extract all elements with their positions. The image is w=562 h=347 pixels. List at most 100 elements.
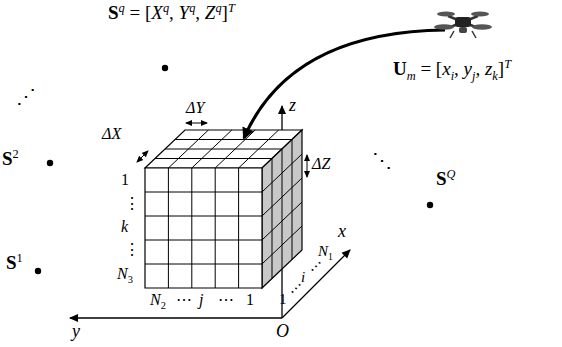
symbol-text: N <box>150 291 161 308</box>
superscript: q <box>189 1 195 15</box>
grid-lines <box>145 130 302 288</box>
symbol-text: Y <box>179 2 190 23</box>
grid-line <box>168 168 169 288</box>
symbol-text: = [ <box>125 2 152 23</box>
subscript: j <box>472 69 475 83</box>
symbol-text: z <box>485 58 492 79</box>
math-label: S1 <box>6 252 23 272</box>
symbol-text: S <box>436 168 447 189</box>
superscript: Q <box>447 167 456 181</box>
symbol-text: ΔZ <box>312 155 330 172</box>
delta-z-arrow <box>307 155 308 177</box>
grid-line <box>145 264 262 265</box>
math-label: ⋱ <box>372 150 392 170</box>
math-label: y <box>72 322 80 340</box>
math-label: z <box>289 96 296 114</box>
math-label: N2 <box>150 292 166 312</box>
math-label: Sq = [Xq, Yq, Zq]T <box>108 2 235 22</box>
symbol-text: ΔY <box>186 99 204 116</box>
subscript: k <box>492 69 497 83</box>
grid-line <box>155 158 272 159</box>
cube-front-face <box>145 168 262 288</box>
symbol-text: ⋰ <box>16 85 36 107</box>
symbol-text: ⋱ <box>372 149 392 171</box>
symbol-text: x <box>338 221 346 241</box>
x-axis <box>282 250 350 318</box>
grid-line <box>145 192 262 193</box>
symbol-text: y <box>72 321 80 341</box>
grid-line <box>191 168 192 288</box>
math-label: 1 <box>279 292 287 307</box>
point <box>35 268 41 274</box>
grid-line <box>145 216 262 217</box>
symbol-text: i <box>301 269 305 285</box>
symbol-text: ⋮ <box>124 241 140 258</box>
math-label: x <box>338 222 346 240</box>
superscript: q <box>215 1 221 15</box>
grid-line <box>272 159 273 279</box>
symbol-text: O <box>276 321 289 341</box>
symbol-text: ΔX <box>102 125 121 142</box>
symbol-text: k <box>121 218 128 235</box>
symbol-text: , <box>454 58 464 79</box>
superscript: q <box>119 1 125 15</box>
math-label: N1 <box>318 244 333 262</box>
symbol-text: X <box>151 2 163 23</box>
symbol-text: 1 <box>279 291 287 307</box>
superscript: 2 <box>13 147 19 161</box>
grid-line <box>292 140 293 260</box>
math-label: ⋮ <box>124 196 140 212</box>
symbol-text: j <box>199 291 203 308</box>
math-label: SQ <box>436 168 456 188</box>
symbol-text: S <box>2 148 13 169</box>
symbol-text: 1 <box>121 171 129 188</box>
grid-line <box>165 149 282 150</box>
symbol-text: ] <box>222 2 228 23</box>
y-axis <box>70 317 282 318</box>
math-label: ⋰ <box>16 86 36 106</box>
symbol-text: x <box>442 58 450 79</box>
subscript: 2 <box>161 300 166 311</box>
math-label: k <box>121 219 128 235</box>
subscript: i <box>451 69 454 83</box>
symbol-text: N <box>318 243 328 259</box>
point <box>47 160 53 166</box>
subscript: 3 <box>128 274 133 285</box>
symbol-text: S <box>108 2 119 23</box>
math-label: 1 <box>121 172 129 188</box>
symbol-text: , <box>475 58 485 79</box>
superscript: T <box>228 1 235 15</box>
superscript: q <box>163 1 169 15</box>
math-label: Um = [xi, yj, zk]T <box>393 58 511 82</box>
symbol-text: ⋯ <box>218 291 234 308</box>
subscript: 1 <box>328 251 333 262</box>
math-label: ⋮ <box>124 242 140 258</box>
symbol-text: U <box>393 58 407 79</box>
grid-line <box>238 168 239 288</box>
symbol-text: = [ <box>416 58 443 79</box>
symbol-text: Z <box>205 2 216 23</box>
math-label: ⋯ <box>218 292 234 308</box>
math-label: ⋯ <box>306 256 327 277</box>
symbol-text: , <box>195 2 205 23</box>
math-label: ΔX <box>102 126 121 142</box>
subscript: m <box>407 69 416 83</box>
symbol-text: ⋮ <box>124 195 140 212</box>
grid-line <box>282 149 283 269</box>
math-label: ΔZ <box>312 156 330 172</box>
grid-line <box>215 168 216 288</box>
point <box>162 65 168 71</box>
math-label: S2 <box>2 148 19 168</box>
superscript: 1 <box>17 251 23 265</box>
delta-y-arrow <box>186 123 207 124</box>
drone-arrow <box>244 30 445 138</box>
symbol-text: ] <box>498 58 504 79</box>
math-label: O <box>276 322 289 340</box>
math-label: i <box>301 270 305 285</box>
math-label: N3 <box>117 266 133 286</box>
symbol-text: y <box>464 58 472 79</box>
point <box>427 202 433 208</box>
symbol-text: N <box>117 265 128 282</box>
math-label: 1 <box>246 292 254 308</box>
math-label: ΔY <box>186 100 204 116</box>
